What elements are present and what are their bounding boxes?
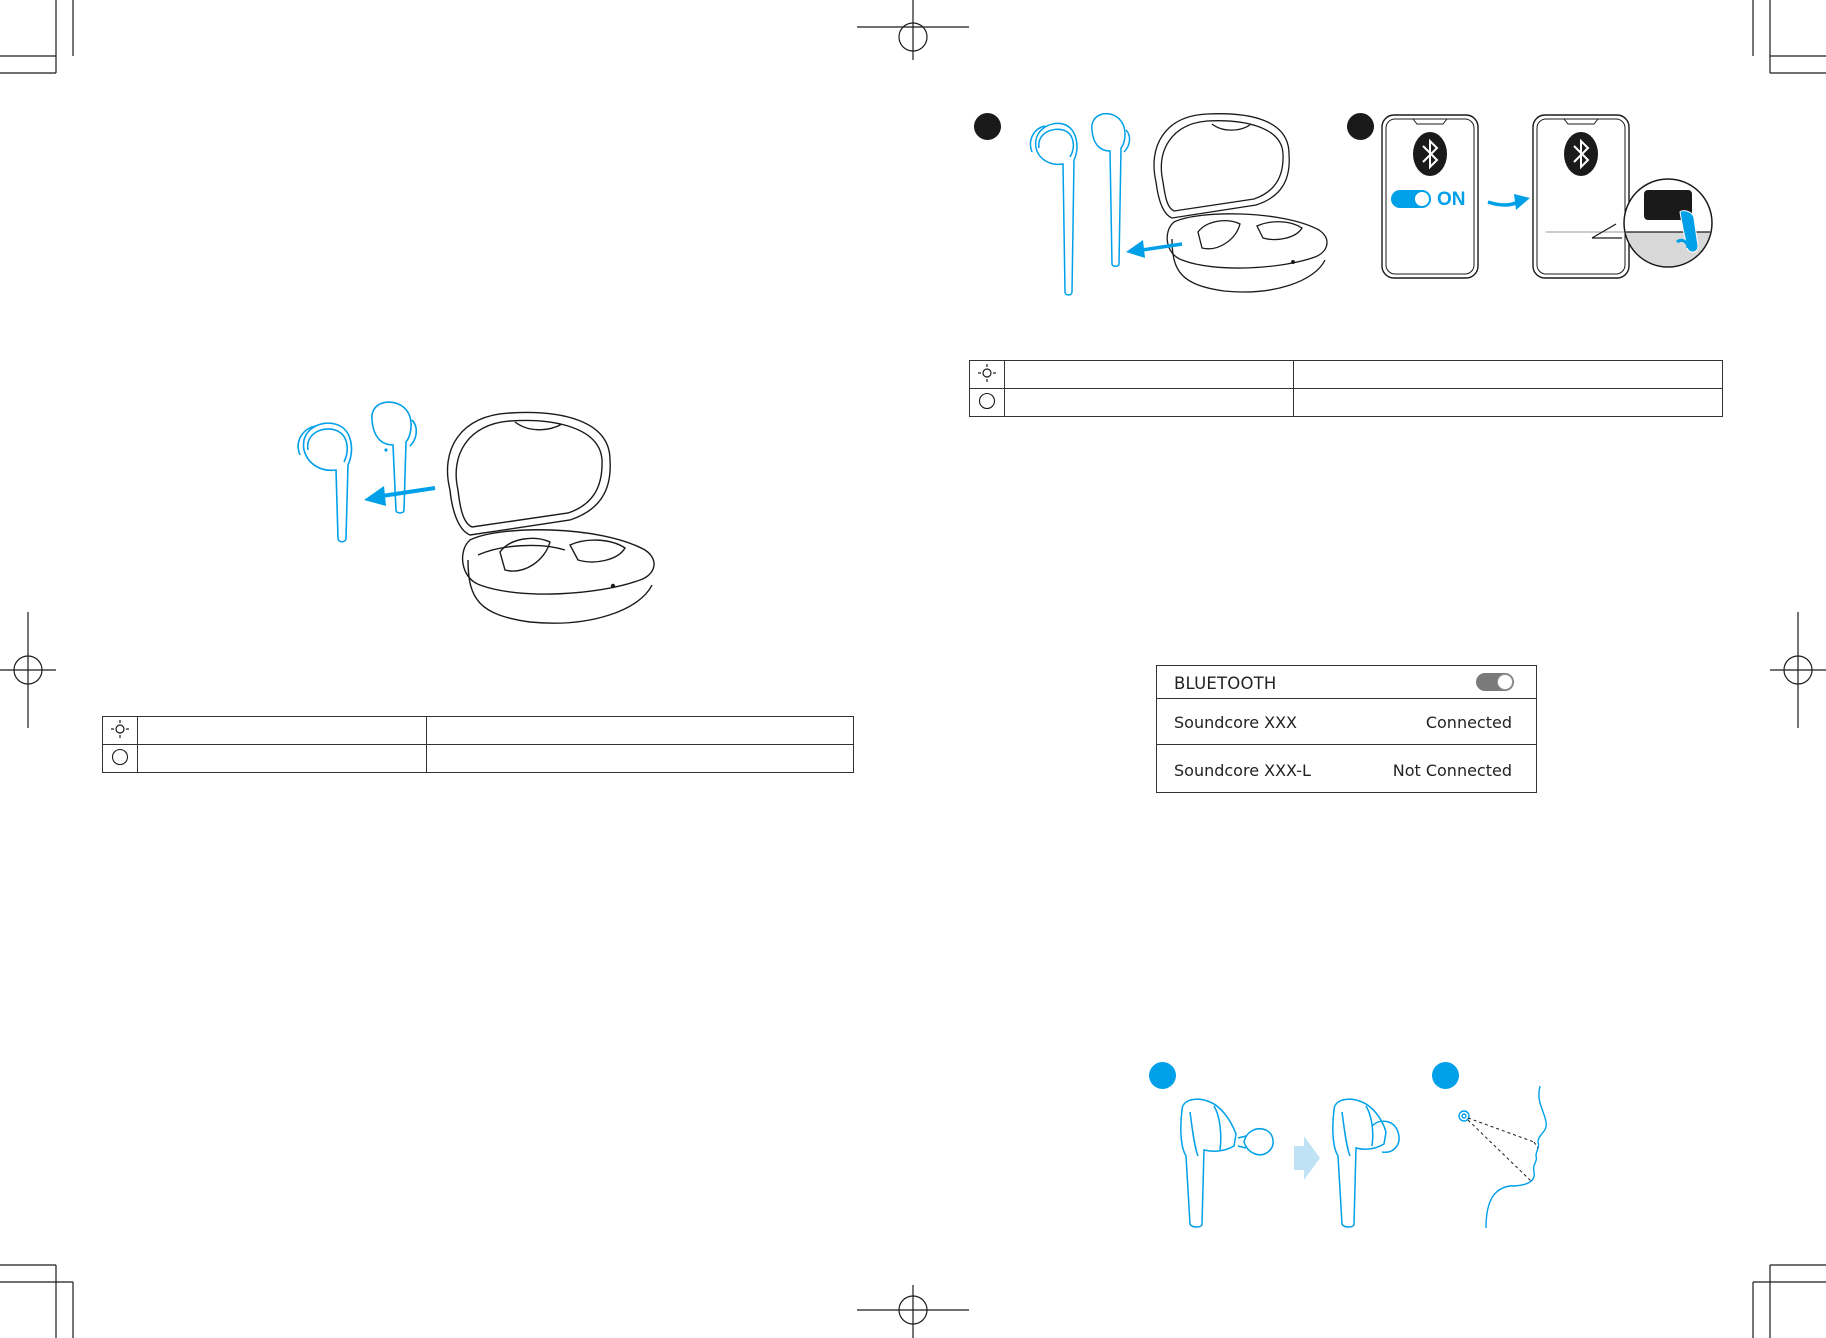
sun-icon <box>969 360 1005 389</box>
table-row <box>102 744 854 773</box>
case-lid <box>446 411 611 536</box>
earbuds-illustration <box>297 401 418 543</box>
device-name: Soundcore XXX-L <box>1174 761 1311 780</box>
led-description-cell <box>1293 360 1723 389</box>
table-row <box>969 360 1723 389</box>
arrow-right-icon <box>1487 194 1530 210</box>
arrow-right-icon <box>1294 1136 1320 1180</box>
phone-bluetooth-on-illustration <box>1381 114 1479 279</box>
step-1-dot <box>974 113 1001 140</box>
charging-case-illustration <box>297 401 655 624</box>
list-item[interactable]: Soundcore XXX Connected <box>1157 699 1536 745</box>
arrow-left-icon <box>1126 240 1183 258</box>
led-description-cell <box>426 744 854 773</box>
eartip-replacement-illustration <box>1180 1098 1400 1228</box>
toggle-on-label: ON <box>1437 189 1466 210</box>
bluetooth-icon <box>1413 132 1447 176</box>
led-description-cell <box>1293 388 1723 417</box>
bluetooth-title: BLUETOOTH <box>1174 674 1277 693</box>
led-status-cell <box>1004 388 1294 417</box>
led-status-cell <box>137 716 427 745</box>
case-base <box>461 529 655 624</box>
led-status-cell <box>1004 360 1294 389</box>
led-status-table-left <box>102 716 854 773</box>
device-status: Not Connected <box>1392 761 1512 780</box>
charging-case-illustration-small <box>1029 113 1328 296</box>
bluetooth-header: BLUETOOTH <box>1157 666 1536 699</box>
step-2-dot <box>1347 113 1374 140</box>
arrow-left-icon <box>364 486 436 506</box>
wearing-position-illustration <box>1458 1085 1547 1229</box>
table-row <box>102 716 854 745</box>
device-status: Connected <box>1425 713 1512 732</box>
tap-hand-icon <box>1676 210 1699 253</box>
device-name: Soundcore XXX <box>1174 713 1298 732</box>
led-description-cell <box>426 716 854 745</box>
led-status-cell <box>137 744 427 773</box>
toggle-switch-icon <box>1391 190 1431 208</box>
circle-icon <box>969 388 1005 417</box>
circle-icon <box>102 744 138 773</box>
step-b-dot <box>1432 1062 1459 1089</box>
toggle-knob <box>1497 674 1513 690</box>
bluetooth-settings-panel: BLUETOOTH Soundcore XXX Connected Soundc… <box>1156 665 1537 793</box>
table-row <box>969 388 1723 417</box>
phone-device-select-illustration <box>1532 114 1713 279</box>
list-item[interactable]: Soundcore XXX-L Not Connected <box>1157 745 1536 791</box>
bluetooth-icon <box>1564 132 1598 176</box>
sun-icon <box>102 716 138 745</box>
bluetooth-toggle[interactable] <box>1476 673 1514 691</box>
step-a-dot <box>1149 1062 1176 1089</box>
led-status-table-right <box>969 360 1723 417</box>
